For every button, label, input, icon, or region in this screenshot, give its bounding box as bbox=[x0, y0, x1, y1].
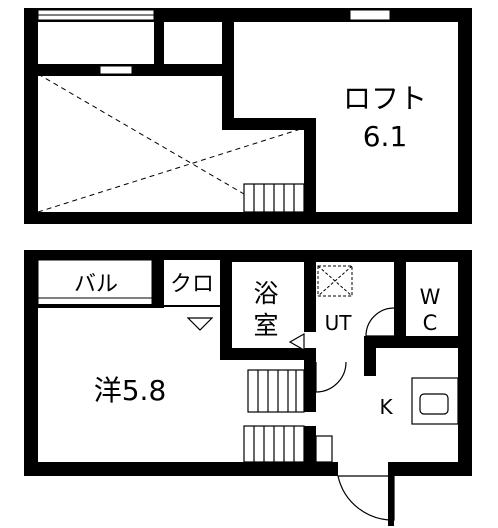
bath-label-line1: 浴 bbox=[253, 279, 278, 308]
kitchen-label: K bbox=[379, 395, 393, 419]
void-diagonal-1 bbox=[37, 73, 245, 195]
entrance-wall-left bbox=[332, 462, 338, 476]
bath-door-icon bbox=[288, 332, 305, 352]
utility-label: UT bbox=[325, 311, 353, 335]
bath-wall-right bbox=[304, 256, 316, 332]
loft-ladder bbox=[243, 183, 305, 213]
entrance-step bbox=[315, 435, 333, 463]
wc-label-line2: C bbox=[423, 311, 438, 335]
loft-storage-window bbox=[99, 65, 133, 75]
closet-label: クロ bbox=[170, 272, 214, 297]
lower-wall-bottom-left bbox=[24, 462, 334, 476]
lower-wall-bottom-right bbox=[394, 462, 472, 476]
loft-step-wall-horizontal bbox=[222, 118, 316, 130]
balcony-label: バル bbox=[74, 272, 118, 297]
void-diagonal-2 bbox=[37, 127, 305, 213]
stair-wall bbox=[304, 360, 316, 412]
closet-wall-right bbox=[220, 256, 232, 360]
loft-storage-wall-a bbox=[154, 20, 164, 66]
bath-wall-bottom bbox=[220, 348, 316, 360]
balcony-rail bbox=[38, 304, 164, 308]
wc-label-line1: W bbox=[420, 285, 441, 309]
utility-door-swing bbox=[365, 307, 395, 337]
balcony-divider bbox=[152, 256, 164, 308]
entrance-wall-right bbox=[388, 462, 394, 526]
kitchen-sink bbox=[419, 393, 449, 415]
upper-floor: ロフト 6.1 bbox=[24, 8, 472, 224]
lower-wall-top-right bbox=[222, 250, 472, 262]
lower-floor: バル クロ 浴 室 UT W C K bbox=[24, 250, 472, 526]
entrance-door-swing bbox=[337, 475, 395, 521]
wc-wall-bottom bbox=[364, 336, 472, 348]
lower-wall-right bbox=[458, 250, 472, 476]
loft-storage-wall-b bbox=[222, 20, 234, 74]
hall-door-swing bbox=[315, 361, 347, 393]
bath-label-line2: 室 bbox=[253, 311, 278, 340]
upper-wall-left bbox=[24, 8, 38, 224]
upper-wall-right bbox=[458, 8, 472, 224]
wc-wall-left bbox=[394, 256, 406, 348]
upper-window-right bbox=[349, 9, 391, 21]
loft-size: 6.1 bbox=[363, 120, 408, 153]
loft-storage-wall-bottom bbox=[38, 64, 234, 76]
lower-wall-left bbox=[24, 250, 38, 476]
utility-wall-bottom-left bbox=[364, 336, 376, 376]
loft-right-wall bbox=[304, 118, 316, 212]
closet-door-icon bbox=[186, 317, 214, 331]
lower-wall-top-left bbox=[24, 250, 234, 260]
stair-wall-lower bbox=[304, 426, 316, 462]
loft-step-wall-vertical bbox=[222, 74, 234, 130]
loft-label: ロフト bbox=[343, 82, 427, 115]
upper-wall-bottom bbox=[24, 212, 472, 224]
western-room-label: 洋5.8 bbox=[94, 374, 167, 407]
stairs bbox=[243, 369, 305, 463]
